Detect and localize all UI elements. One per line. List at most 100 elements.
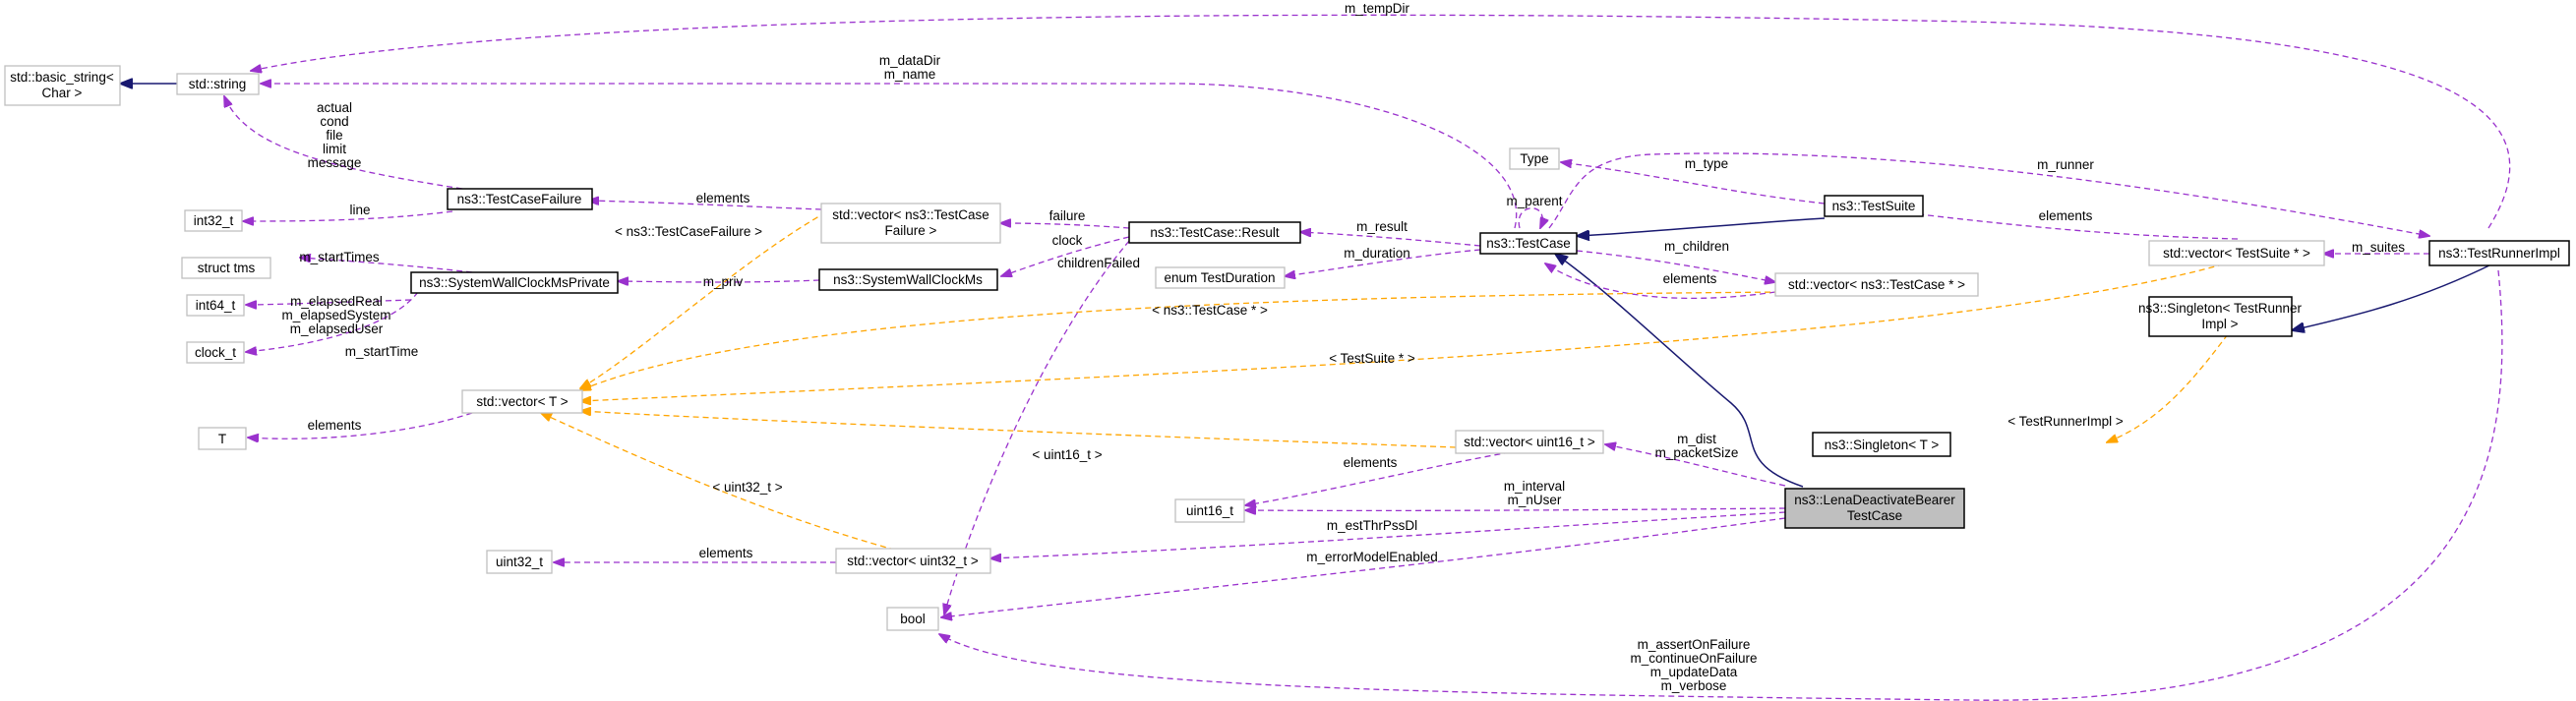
node-testcase-result[interactable]: ns3::TestCase::Result bbox=[1128, 221, 1301, 244]
edge-label-m-runner: m_runner bbox=[2037, 157, 2094, 172]
edge-m-runner bbox=[1548, 152, 2429, 236]
node-label: enum TestDuration bbox=[1164, 270, 1275, 285]
node-enum-testduration[interactable]: enum TestDuration bbox=[1155, 266, 1286, 289]
edge-label-m-dataDir: m_dataDir bbox=[879, 53, 941, 68]
edge-label-elements-t: elements bbox=[308, 418, 362, 433]
nodes: std::basic_string< Char > std::string in… bbox=[4, 65, 2570, 631]
node-label: ns3::SystemWallClockMsPrivate bbox=[419, 275, 610, 290]
edge-lena-to-testcase bbox=[1555, 254, 1804, 488]
edge-label-tmpl-tc-ptr: < ns3::TestCase * > bbox=[1152, 303, 1268, 318]
edge-m-children bbox=[1576, 250, 1775, 282]
node-label: ns3::TestCase::Result bbox=[1150, 225, 1280, 240]
edge-clock bbox=[1001, 236, 1130, 276]
edge-m-priv bbox=[618, 280, 820, 282]
node-type[interactable]: Type bbox=[1509, 147, 1560, 170]
node-vector-testcase-ptr[interactable]: std::vector< ns3::TestCase * > bbox=[1774, 272, 1979, 297]
edges bbox=[120, 14, 2511, 701]
edge-m-dist bbox=[1605, 444, 1786, 487]
edge-label-cond: cond bbox=[320, 114, 348, 129]
edge-m-estThrPssDl bbox=[990, 511, 1786, 558]
edge-elements-tcf bbox=[588, 201, 822, 210]
edge-label-m-packetSize: m_packetSize bbox=[1655, 445, 1739, 460]
node-label: std::vector< T > bbox=[476, 394, 568, 409]
node-vector-uint32[interactable]: std::vector< uint32_t > bbox=[835, 548, 991, 574]
node-label: ns3::TestCaseFailure bbox=[457, 192, 582, 206]
node-vector-testsuite-ptr[interactable]: std::vector< TestSuite * > bbox=[2148, 240, 2325, 266]
node-label: ns3::TestRunnerImpl bbox=[2438, 246, 2560, 261]
node-label: std::string bbox=[189, 77, 247, 91]
node-int32-t[interactable]: int32_t bbox=[184, 209, 243, 232]
svg-text:TestCase: TestCase bbox=[1847, 508, 1902, 523]
node-label-line: Impl > bbox=[2201, 317, 2238, 331]
node-vector-uint16[interactable]: std::vector< uint16_t > bbox=[1455, 430, 1604, 454]
node-uint16-t[interactable]: uint16_t bbox=[1174, 498, 1245, 523]
edge-tmpl-u16 bbox=[580, 411, 1457, 448]
edge-label-m-assertOnFailure: m_assertOnFailure bbox=[1638, 637, 1751, 652]
node-lena-deactivate-bearer-testcase[interactable]: ns3::LenaDeactivateBearer TestCase bbox=[1784, 488, 1965, 529]
edge-label-m-parent: m_parent bbox=[1506, 194, 1562, 208]
node-label: std::vector< uint16_t > bbox=[1464, 435, 1595, 449]
edge-m-dataDir-name bbox=[261, 84, 1518, 229]
node-vector-testcasefailure[interactable]: std::vector< ns3::TestCase Failure > bbox=[820, 203, 1001, 244]
edge-elements-u16 bbox=[1245, 451, 1511, 505]
node-vector-t[interactable]: std::vector< T > bbox=[461, 389, 583, 414]
node-singleton-testrunnerimpl[interactable]: ns3::Singleton< TestRunner Impl > bbox=[2138, 296, 2302, 337]
node-label: uint16_t bbox=[1186, 503, 1233, 518]
node-label-line: Failure > bbox=[885, 223, 937, 238]
edge-label-tmpl-u32: < uint32_t > bbox=[712, 480, 782, 495]
svg-text:std::basic_string<: std::basic_string< bbox=[10, 70, 114, 85]
node-label: Type bbox=[1520, 151, 1548, 166]
node-int64-t[interactable]: int64_t bbox=[186, 294, 245, 317]
edge-label-m-estThrPssDl: m_estThrPssDl bbox=[1327, 518, 1417, 533]
edge-label-m-type: m_type bbox=[1685, 156, 1728, 171]
edge-label-limit: limit bbox=[323, 142, 346, 156]
edge-m-type bbox=[1561, 162, 1826, 204]
node-singleton-t[interactable]: ns3::Singleton< T > bbox=[1812, 432, 1951, 457]
edge-failure bbox=[1000, 223, 1130, 229]
edge-label-m-errorModelEnabled: m_errorModelEnabled bbox=[1306, 550, 1438, 564]
edge-label-m-elapsedSystem: m_elapsedSystem bbox=[281, 308, 390, 322]
node-struct-tms[interactable]: struct tms bbox=[181, 257, 271, 279]
edge-label-tmpl-u16: < uint16_t > bbox=[1032, 447, 1102, 462]
svg-text:Char >: Char > bbox=[42, 86, 83, 100]
edge-label-m-startTime: m_startTime bbox=[345, 344, 419, 359]
node-bool[interactable]: bool bbox=[886, 607, 939, 631]
edge-label-m-dist: m_dist bbox=[1677, 432, 1716, 446]
edge-label-line: line bbox=[349, 203, 370, 217]
node-t[interactable]: T bbox=[198, 427, 247, 450]
edge-label-m-name: m_name bbox=[884, 67, 936, 82]
node-testcasefailure[interactable]: ns3::TestCaseFailure bbox=[447, 188, 593, 210]
node-label: std::vector< ns3::TestCase * > bbox=[1788, 277, 1965, 292]
edge-m-result bbox=[1300, 232, 1481, 247]
node-clock-t[interactable]: clock_t bbox=[186, 341, 245, 364]
svg-text:Failure >: Failure > bbox=[885, 223, 937, 238]
node-basic-string[interactable]: std::basic_string< Char > bbox=[4, 65, 121, 106]
edge-label-elements-u32: elements bbox=[699, 546, 753, 560]
edge-m-interval bbox=[1245, 508, 1786, 510]
edge-tmpl-tcf bbox=[580, 211, 827, 388]
edge-elements-ts bbox=[1879, 209, 2239, 240]
node-systemwallclockmsprivate[interactable]: ns3::SystemWallClockMsPrivate bbox=[410, 271, 619, 294]
node-uint32-t[interactable]: uint32_t bbox=[486, 550, 553, 574]
edge-label-childrenFailed: childrenFailed bbox=[1057, 256, 1140, 270]
edge-bool-fields bbox=[939, 269, 2503, 701]
node-label: clock_t bbox=[195, 345, 236, 360]
edge-m-startTime bbox=[246, 291, 419, 352]
edge-label-m-startTimes: m_startTimes bbox=[299, 250, 380, 264]
node-label-line: ns3::Singleton< TestRunner bbox=[2138, 301, 2302, 316]
node-testcase[interactable]: ns3::TestCase bbox=[1479, 232, 1578, 255]
node-label: struct tms bbox=[198, 261, 256, 275]
edge-labels: m_tempDir m_dataDir m_name actual cond f… bbox=[281, 1, 2405, 693]
node-testrunnerimpl[interactable]: ns3::TestRunnerImpl bbox=[2428, 240, 2570, 266]
edge-tmpl-ts-ptr bbox=[580, 258, 2244, 401]
edge-m-duration bbox=[1285, 249, 1481, 276]
edge-label-clock: clock bbox=[1052, 233, 1083, 248]
node-label: uint32_t bbox=[496, 555, 543, 569]
node-testsuite[interactable]: ns3::TestSuite bbox=[1824, 195, 1924, 217]
edge-m-tempDir bbox=[251, 14, 2511, 229]
node-std-string[interactable]: std::string bbox=[176, 73, 260, 95]
node-label: int32_t bbox=[194, 213, 234, 228]
node-systemwallclockms[interactable]: ns3::SystemWallClockMs bbox=[818, 268, 998, 291]
edge-label-tmpl-tri: < TestRunnerImpl > bbox=[2007, 414, 2124, 429]
